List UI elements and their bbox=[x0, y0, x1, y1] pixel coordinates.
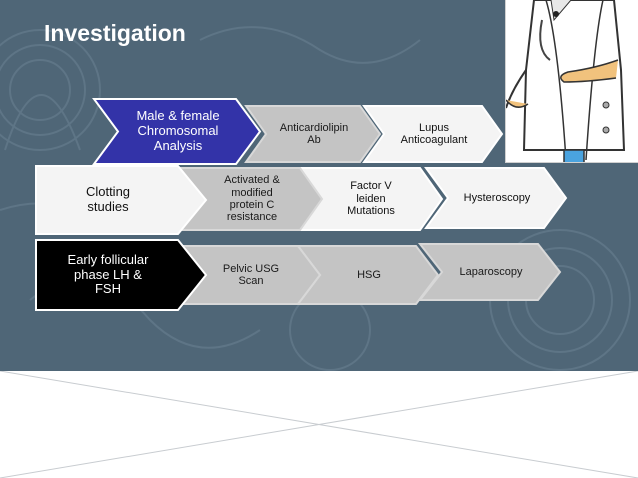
chevron-shape bbox=[362, 105, 504, 163]
flow-step-label: Anticardiolipin Ab bbox=[279, 121, 349, 146]
chevron-shape bbox=[92, 98, 262, 165]
flow-step-label: Male & female Chromosomal Analysis bbox=[136, 108, 220, 153]
doctor-icon bbox=[506, 0, 626, 162]
flow-step-label: Activated & modified protein C resistanc… bbox=[224, 174, 280, 224]
flow-step-label: Clotting studies bbox=[85, 184, 131, 214]
flow-step-r3-c4: Laparoscopy bbox=[417, 243, 562, 301]
flow-step-label: Lupus Anticoagulant bbox=[400, 121, 468, 146]
flow-step-r3-c3: HSG bbox=[295, 245, 440, 305]
flow-step-r2-c4: Hysteroscopy bbox=[424, 167, 568, 229]
flow-step-label: HSG bbox=[357, 268, 381, 281]
flow-step-r1-c2: Anticardiolipin Ab bbox=[244, 105, 382, 163]
chevron-shape bbox=[244, 105, 382, 163]
flow-step-r1-c1: Male & female Chromosomal Analysis bbox=[92, 98, 262, 165]
chevron-shape bbox=[35, 239, 208, 311]
flow-step-label: Hysteroscopy bbox=[463, 191, 531, 204]
flow-step-r1-c3: Lupus Anticoagulant bbox=[362, 105, 504, 163]
flow-step-label: Pelvic USG Scan bbox=[222, 262, 280, 287]
lower-white-panel bbox=[0, 371, 638, 478]
chevron-shape bbox=[424, 167, 568, 229]
doctor-illustration bbox=[505, 0, 638, 163]
slide-title: Investigation bbox=[44, 20, 186, 46]
flow-step-label: Laparoscopy bbox=[459, 265, 523, 278]
chevron-shape bbox=[35, 165, 208, 235]
flow-step-r3-c1: Early follicular phase LH & FSH bbox=[35, 239, 208, 311]
slide-canvas: Investigation Lupus Anticoagulant Anticar… bbox=[0, 0, 638, 371]
flow-step-label: Factor V leiden Mutations bbox=[347, 180, 395, 218]
flow-step-label: Early follicular phase LH & FSH bbox=[67, 251, 149, 297]
flow-step-r2-c2: Activated & modified protein C resistanc… bbox=[178, 167, 324, 231]
flow-step-r2-c1: Clotting studies bbox=[35, 165, 208, 235]
chevron-shape bbox=[417, 243, 562, 301]
